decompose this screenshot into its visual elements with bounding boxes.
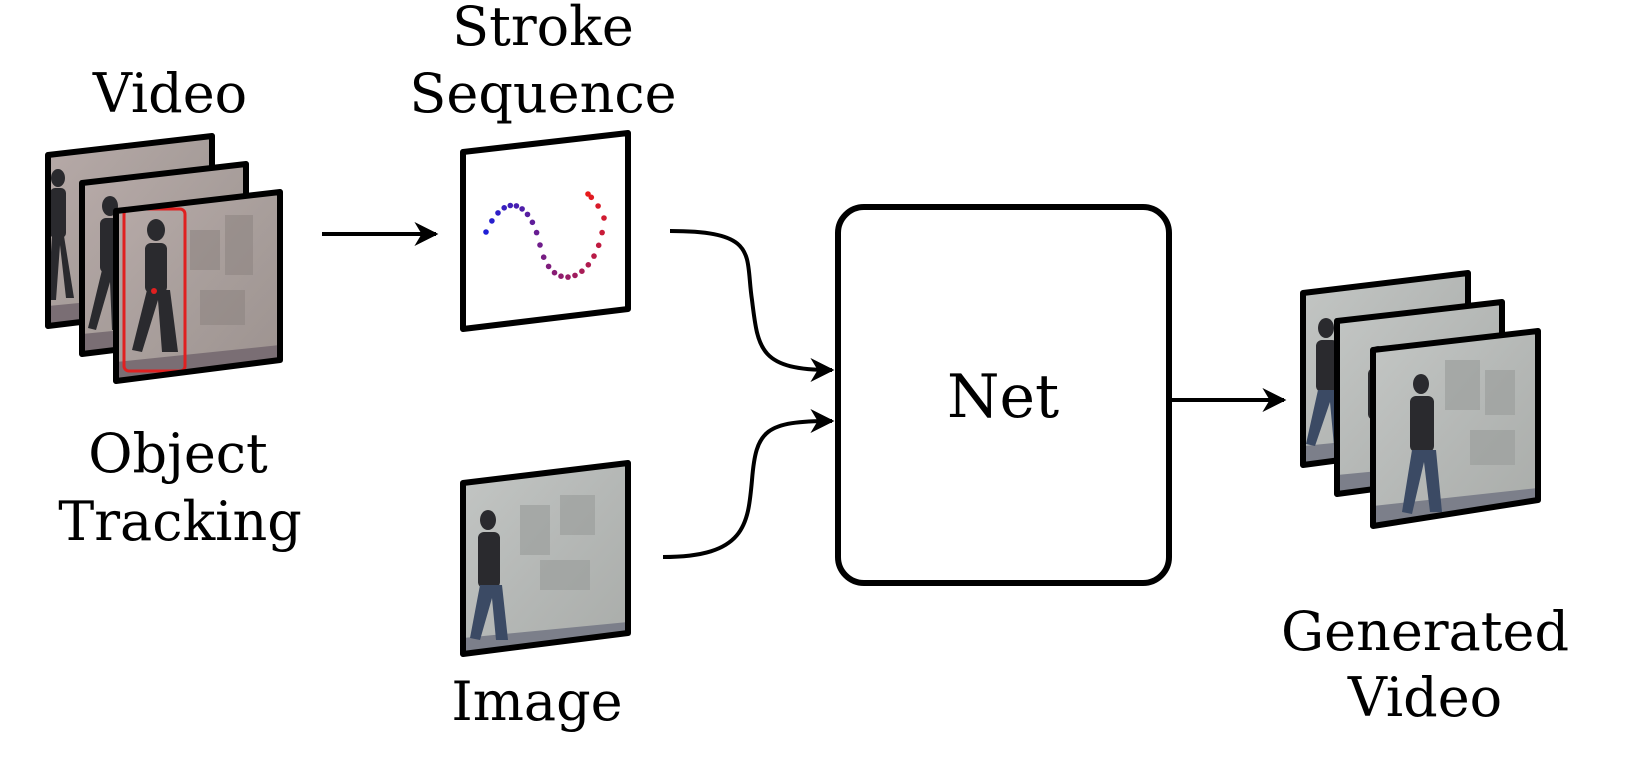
object-tracking-label-line2: Tracking	[58, 490, 302, 553]
stroke-dot	[565, 274, 571, 280]
stroke-dot	[533, 229, 540, 236]
tracking-point	[151, 288, 157, 294]
stroke-dot	[591, 253, 597, 259]
arrow-stroke-to-net	[669, 229, 835, 382]
stroke-sequence-panel	[460, 130, 631, 332]
generated-video-label-line1: Generated	[1281, 600, 1569, 663]
stroke-dot	[601, 215, 607, 221]
stroke-dot	[599, 229, 605, 236]
stroke-dot	[595, 242, 602, 249]
stroke-dots	[483, 191, 607, 280]
generated-frame-front	[1370, 328, 1541, 529]
stroke-dot	[585, 262, 592, 268]
stroke-dot	[537, 242, 543, 248]
video-label: Video	[92, 62, 247, 125]
input-video-frames	[45, 133, 283, 384]
stroke-sequence-label-line1: Stroke	[452, 0, 634, 58]
input-image	[460, 460, 631, 657]
stroke-dot	[545, 263, 552, 270]
stroke-sequence-label-line2: Sequence	[409, 62, 676, 125]
stroke-dot	[529, 219, 536, 226]
stroke-dot	[524, 211, 531, 218]
video-frame-front	[113, 189, 283, 384]
arrow-image-to-net	[662, 409, 835, 559]
stroke-dot	[489, 218, 495, 224]
tracked-person	[132, 219, 178, 352]
generated-video-frames	[1300, 270, 1541, 529]
stroke-dot	[579, 268, 585, 275]
net-label: Net	[947, 362, 1059, 432]
stroke-dot	[495, 210, 501, 216]
input-image-person	[470, 510, 508, 640]
object-tracking-label-line1: Object	[88, 422, 268, 485]
stroke-dot	[483, 229, 489, 235]
stroke-dot	[558, 273, 564, 280]
stroke-dot	[519, 206, 525, 212]
generated-person	[1402, 374, 1442, 514]
generated-video-label-line2: Video	[1347, 666, 1502, 729]
image-label: Image	[451, 670, 622, 733]
stroke-dot	[507, 202, 514, 209]
stroke-dot	[513, 203, 520, 209]
stroke-dot	[595, 203, 601, 209]
stroke-dot	[540, 254, 547, 260]
stroke-dot	[551, 269, 558, 276]
stroke-dot	[585, 191, 591, 197]
net-box: Net	[835, 204, 1172, 586]
stroke-dot	[572, 272, 578, 279]
stroke-dot	[501, 205, 508, 211]
